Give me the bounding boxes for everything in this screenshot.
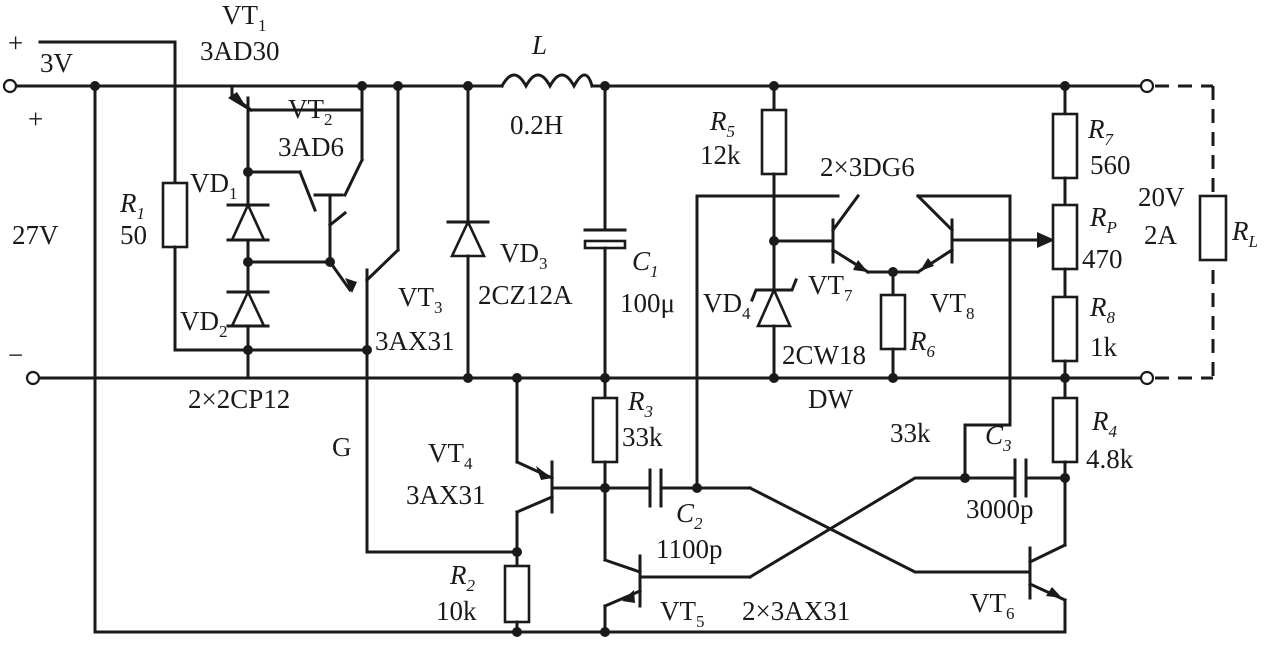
vt3-label: VT3 xyxy=(398,282,443,317)
vt1-part: 3AD30 xyxy=(200,36,280,66)
r2-label: R2 xyxy=(449,560,476,595)
r4-value: 4.8k xyxy=(1086,444,1134,474)
c3-label: C3 xyxy=(985,420,1012,455)
c1-label: C1 xyxy=(632,246,659,281)
r1-value: 50 xyxy=(120,220,147,250)
vt2-part: 3AD6 xyxy=(278,132,344,162)
r1-label: R1 xyxy=(119,188,145,223)
pair-bottom-part: 2×3AX31 xyxy=(742,596,850,626)
input-3v-label: 3V xyxy=(40,48,74,78)
vd2-label: VD2 xyxy=(180,306,228,341)
r6-value: 33k xyxy=(890,418,931,448)
capacitor-c3 xyxy=(963,458,1067,498)
rl-label: RL xyxy=(1231,216,1258,251)
output-voltage: 20V xyxy=(1138,182,1185,212)
vt8-label: VT8 xyxy=(930,288,975,323)
cross-wire-vt6 xyxy=(747,485,1032,574)
resistor-r2 xyxy=(503,550,531,634)
output-terminal-positive xyxy=(1139,78,1155,94)
r5-label: R5 xyxy=(709,106,735,141)
r3-value: 33k xyxy=(622,422,663,452)
r7-value: 560 xyxy=(1090,150,1131,180)
vd4-label: VD4 xyxy=(703,288,751,323)
capacitor-c1 xyxy=(583,84,627,380)
resistor-r5 xyxy=(760,84,788,292)
input-plus-side: + xyxy=(28,104,43,134)
r7-label: R7 xyxy=(1087,114,1115,149)
vt2-label: VT2 xyxy=(288,94,333,129)
capacitor-c2 xyxy=(553,468,752,508)
output-terminal-negative xyxy=(1139,370,1155,386)
dw-label: DW xyxy=(808,384,853,414)
vt6-label: VT6 xyxy=(970,588,1015,623)
transistor-vt8 xyxy=(915,193,1055,275)
input-27v-label: 27V xyxy=(12,220,59,250)
transistor-vt2 xyxy=(298,84,365,264)
vt1-label: VT1 xyxy=(222,0,267,35)
vt3-part: 3AX31 xyxy=(375,326,455,356)
diode-vd2 xyxy=(226,288,270,328)
vd3-label: VD3 xyxy=(500,238,548,273)
vd4-part: 2CW18 xyxy=(782,340,866,370)
aux-3v-wire xyxy=(38,40,177,185)
g-label: G xyxy=(332,432,352,462)
r8-label: R8 xyxy=(1089,292,1116,327)
r3-label: R3 xyxy=(627,386,653,421)
diode-vd1 xyxy=(226,201,270,242)
c1-value: 100μ xyxy=(620,288,675,318)
c3-value: 3000p xyxy=(966,494,1034,524)
resistor-r1 xyxy=(161,181,369,352)
resistor-r4 xyxy=(1051,376,1079,547)
load-resistor-rl xyxy=(1198,194,1228,262)
c2-value: 1100p xyxy=(656,534,723,564)
vt7-label: VT7 xyxy=(808,270,853,305)
input-minus: − xyxy=(8,340,23,370)
c2-label: C2 xyxy=(676,498,703,533)
vd12-part: 2×2CP12 xyxy=(188,384,290,414)
c3-to-vt8-collector-wire xyxy=(916,194,1012,480)
vd3-part: 2CZ12A xyxy=(478,280,573,310)
vt4-part: 3AX31 xyxy=(406,480,486,510)
r8-value: 1k xyxy=(1090,332,1118,362)
resistor-r6 xyxy=(879,270,907,380)
diode-vd4 xyxy=(750,278,798,380)
transistor-vt7 xyxy=(830,193,871,275)
l-value: 0.2H xyxy=(510,110,563,140)
input-plus-top: + xyxy=(8,28,23,58)
resistor-r7 xyxy=(1051,84,1079,207)
transistor-vt6 xyxy=(1027,542,1068,634)
pair-top-part: 2×3DG6 xyxy=(820,152,915,182)
input-terminal-negative xyxy=(25,370,41,386)
vt5-label: VT5 xyxy=(660,596,705,631)
transistor-vt4 xyxy=(515,376,554,554)
junction-dots xyxy=(90,81,1070,637)
r2-value: 10k xyxy=(436,596,477,626)
cross-wire-vt5 xyxy=(747,476,1012,580)
resistor-r3 xyxy=(591,376,619,562)
rp-label: RP xyxy=(1089,202,1117,237)
r6-label: R6 xyxy=(909,326,936,361)
output-current: 2A xyxy=(1144,220,1178,250)
transistor-vt1 xyxy=(228,84,364,380)
vd1-label: VD1 xyxy=(190,168,238,203)
l-label: L xyxy=(531,30,547,60)
potentiometer-rp xyxy=(1051,203,1079,299)
diode-vd3 xyxy=(446,84,490,380)
input-terminal-positive xyxy=(2,78,18,94)
r4-label: R4 xyxy=(1091,406,1118,441)
resistor-r8 xyxy=(1051,295,1079,380)
inductor-l xyxy=(499,73,594,90)
r5-value: 12k xyxy=(700,140,741,170)
vt4-label: VT4 xyxy=(428,438,473,473)
rp-value: 470 xyxy=(1082,244,1123,274)
